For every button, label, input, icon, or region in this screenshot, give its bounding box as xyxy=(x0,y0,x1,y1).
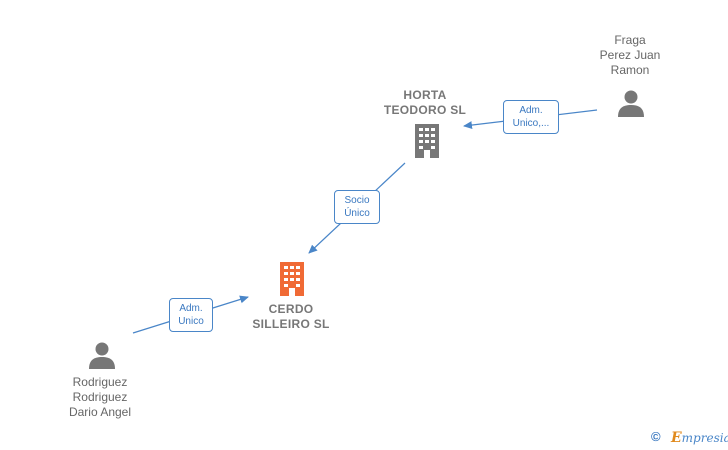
person-icon[interactable] xyxy=(87,340,117,370)
building-icon[interactable] xyxy=(412,124,442,158)
person-icon[interactable] xyxy=(616,88,646,118)
edge-label-horta-cerdo[interactable]: Socio Único xyxy=(334,190,380,224)
brand-initial: E xyxy=(671,430,682,446)
copyright-symbol: © xyxy=(651,429,661,444)
brand-rest: mpresia xyxy=(681,431,728,445)
edge-label-fraga-horta[interactable]: Adm. Unico,... xyxy=(503,100,559,134)
edge-label-rodriguez-cerdo[interactable]: Adm. Unico xyxy=(169,298,213,332)
building-icon-main[interactable] xyxy=(277,262,307,296)
brand-logo[interactable]: Empresia xyxy=(671,430,728,446)
node-cerdo-label[interactable]: CERDO SILLEIRO SL xyxy=(252,302,330,331)
node-horta-label[interactable]: HORTA TEODORO SL xyxy=(383,88,467,117)
node-fraga-label[interactable]: Fraga Perez Juan Ramon xyxy=(599,33,661,77)
node-rodriguez-label[interactable]: Rodriguez Rodriguez Dario Angel xyxy=(68,375,132,419)
